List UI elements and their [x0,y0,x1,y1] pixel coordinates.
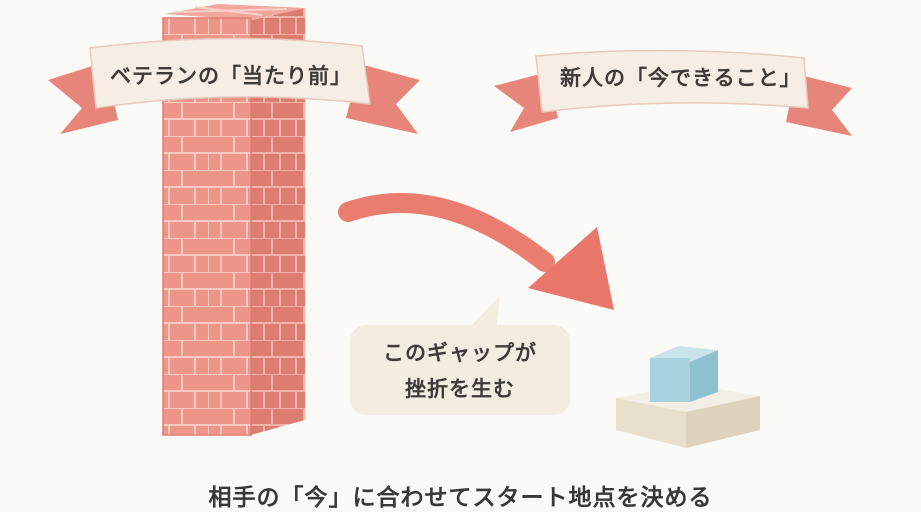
cube-side [690,350,718,402]
base-front [616,398,686,448]
tower-side [251,8,305,435]
veteran-ribbon [48,37,420,134]
speech-bubble [350,296,570,415]
gap-arrow [338,193,614,310]
small-cube [616,346,760,448]
caption: 相手の「今」に合わせてスタート地点を決める [208,485,713,511]
veteran-banner-label: ベテランの「当たり前」 [110,64,352,88]
bubble-line-1: このギャップが [383,341,537,365]
newbie-banner-label: 新人の「今できること」 [560,66,802,90]
speech-bubble-text: このギャップが 挫折を生む [352,335,568,407]
newbie-ribbon [494,49,852,136]
bubble-line-2: 挫折を生む [405,377,515,401]
base-side [686,396,760,448]
cube-front [650,358,690,402]
